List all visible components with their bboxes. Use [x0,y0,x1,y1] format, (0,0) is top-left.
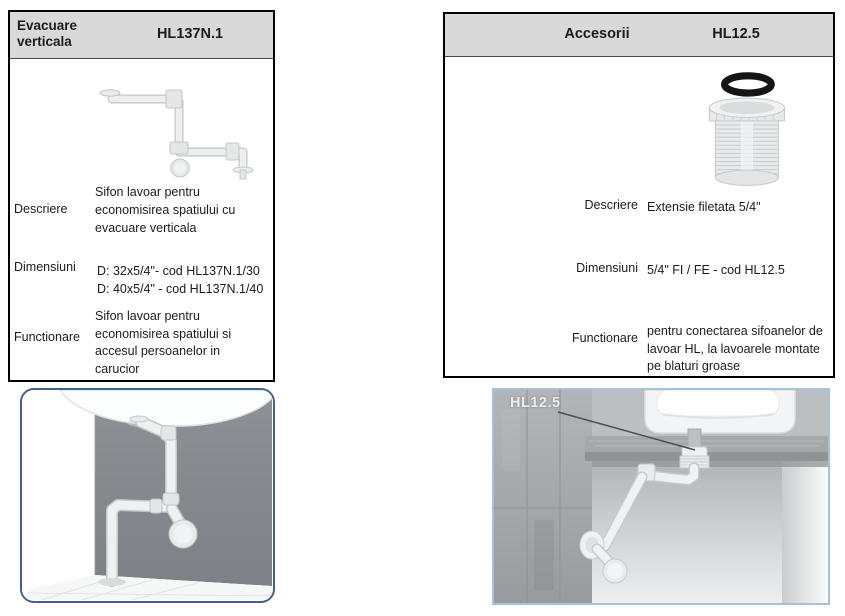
installation-render-hl125: HL12.5 [492,388,830,605]
o-ring-gasket [721,72,775,97]
row-label-descriere: Descriere [14,202,68,216]
row-value-descriere: Sifon lavoar pentru economisirea spatiul… [95,185,236,235]
coupling-nut [225,142,240,161]
product-card-hl137n1: Evacuare verticala HL137N.1 Descriere Si… [8,10,275,382]
card-header: Evacuare verticala HL137N.1 [10,12,273,59]
row-value-functionare: Sifon lavoar pentru economisirea spatiul… [95,309,232,376]
card-header: Accesorii HL12.5 [445,14,833,57]
chrome-tailpiece [687,428,702,450]
outlet-stub [239,169,247,180]
coupling-nut [162,492,180,506]
product-code: HL137N.1 [156,26,224,42]
floor-shadow [98,578,126,586]
row-label-functionare: Functionare [14,330,81,344]
coupling-nut [169,141,189,155]
row-value-descriere: Extensie filetata 5/4" [647,200,761,214]
washbasin [644,390,796,434]
coupling-nut [149,498,163,514]
coupling-nut [165,89,183,109]
siphon-cup-face [173,524,193,544]
row-label-functionare: Functionare [571,331,638,345]
under-counter-recess [592,460,828,603]
drain-flange [99,89,121,97]
threaded-extension-body [708,97,785,186]
leader-line [557,411,696,451]
siphon-pipes [98,415,198,587]
drain-flange [129,415,149,423]
tiled-floor [22,575,272,600]
product-render-threaded-extension [708,72,785,186]
product-code: HL12.5 [712,26,760,42]
installation-render-hl137n1 [20,388,275,603]
drain-and-pipes [579,428,710,584]
row-value-dimensiuni: D: 32x5/4"- cod HL137N.1/30 D: 40x5/4" -… [97,264,264,296]
card-title: Accesorii [564,26,630,42]
row-value-functionare: pentru conectarea sifoanelor de lavoar H… [647,324,823,373]
coupling-nut [160,425,177,441]
row-value-dimensiuni: 5/4" FI / FE - cod HL12.5 [647,263,785,277]
z-pipe [99,89,254,180]
illustration-label-hl125: HL12.5 [510,395,561,411]
siphon-cup-face [174,162,186,174]
card-title: Evacuare verticala [17,18,78,49]
product-render-siphon-z-pipe [99,89,254,180]
row-label-dimensiuni: Dimensiuni [14,260,76,274]
row-label-dimensiuni: Dimensiuni [576,261,638,275]
row-label-descriere: Descriere [584,198,639,212]
tile-wall [494,390,592,603]
wall-panel [95,390,272,586]
product-card-hl125: Accesorii HL12.5 [443,12,835,378]
